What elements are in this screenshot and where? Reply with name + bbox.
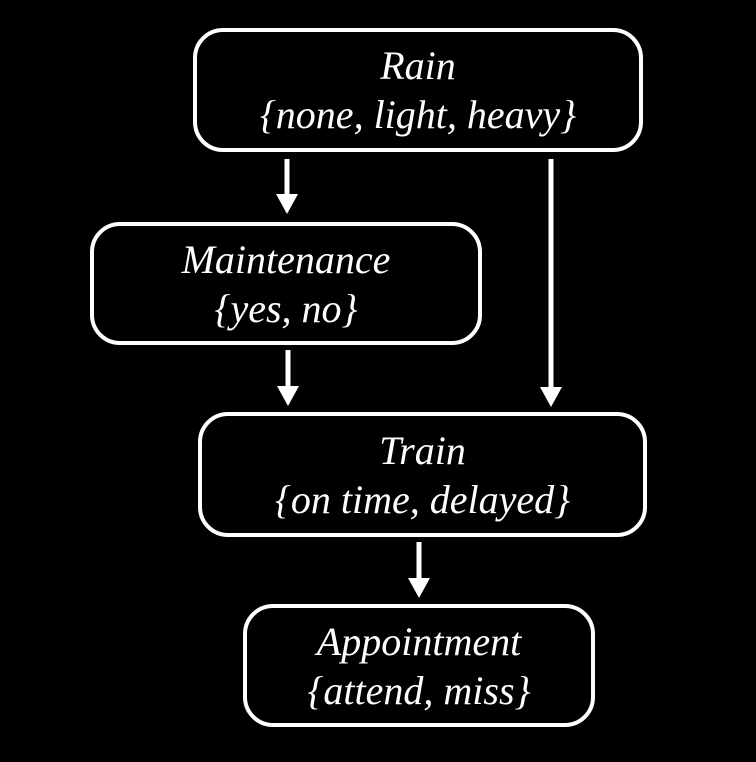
edge-rain-to-maintenance-arrow (276, 159, 298, 214)
edge-rain-to-train-arrow (540, 159, 562, 407)
edge-train-to-appointment-arrow (408, 542, 430, 598)
node-train: Train {on time, delayed} (198, 412, 647, 537)
node-appointment-label: Appointment (316, 618, 522, 664)
node-train-domain: {on time, delayed} (274, 476, 571, 522)
node-rain-domain: {none, light, heavy} (259, 92, 577, 137)
edge-maintenance-to-train-arrow (277, 350, 299, 406)
node-rain: Rain {none, light, heavy} (193, 28, 643, 152)
node-maintenance-label: Maintenance (181, 236, 391, 282)
node-maintenance-domain: {yes, no} (214, 285, 358, 331)
node-maintenance: Maintenance {yes, no} (90, 222, 482, 345)
node-train-label: Train (379, 427, 466, 473)
node-rain-label: Rain (380, 43, 456, 88)
node-appointment-domain: {attend, miss} (307, 667, 531, 713)
node-appointment: Appointment {attend, miss} (243, 604, 595, 727)
